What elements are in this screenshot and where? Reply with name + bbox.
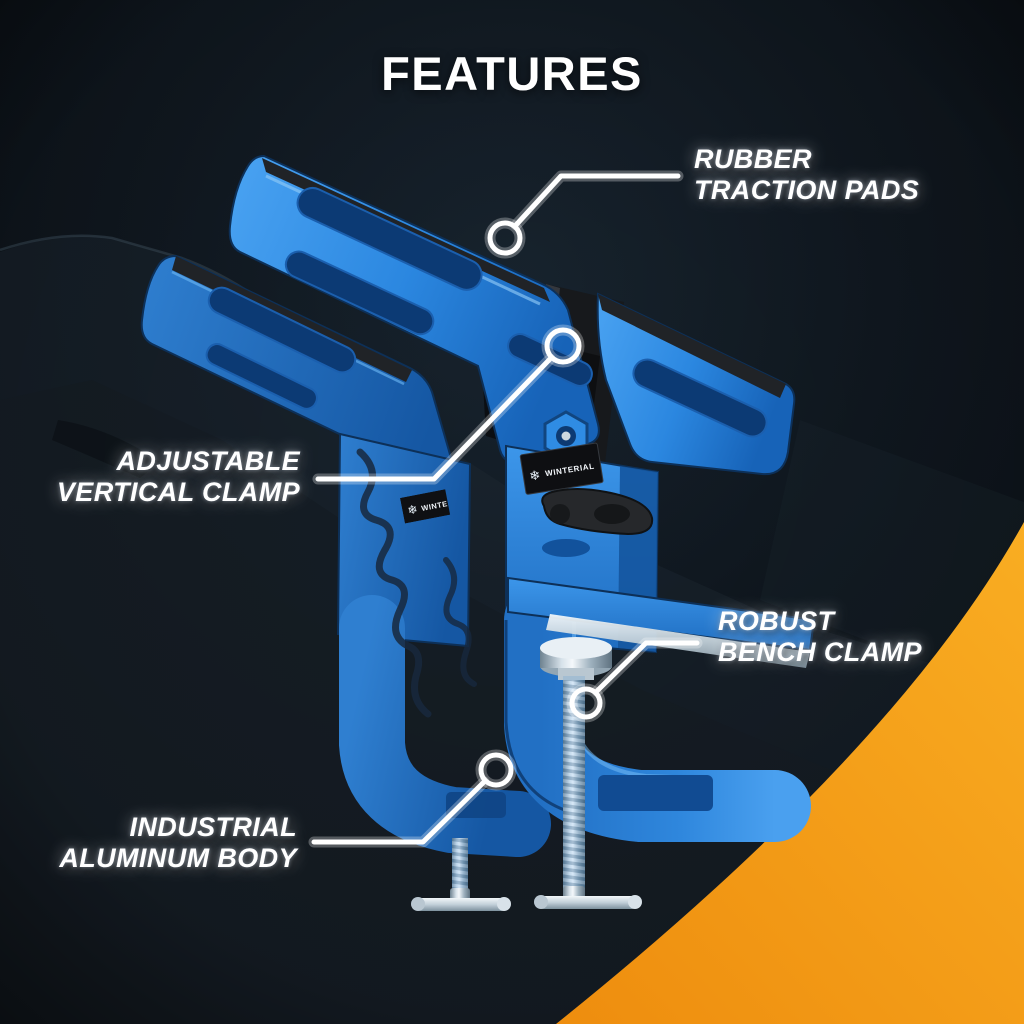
snowflake-icon: ❄: [528, 467, 541, 484]
leader-industrial-aluminum-body: [308, 749, 517, 848]
callout-label-line: ALUMINUM BODY: [59, 843, 297, 873]
rear-foot-recess: [446, 792, 506, 818]
leader-marker-circle: [569, 686, 603, 720]
arm-slot: [296, 186, 483, 291]
leader-rubber-traction-pads: [484, 170, 684, 259]
callout-label-line: ADJUSTABLE: [116, 446, 300, 476]
callout-label-line: RUBBER: [694, 144, 812, 174]
callout-label-line: ROBUST: [718, 606, 835, 636]
leader-marker-circle: [544, 327, 582, 365]
wing-knob: [541, 488, 654, 536]
callout-industrial-aluminum-body: INDUSTRIAL ALUMINUM BODY: [59, 812, 297, 874]
callout-label-line: VERTICAL CLAMP: [56, 477, 300, 507]
leader-robust-bench-clamp: [566, 637, 703, 723]
bench-screw-left: [411, 838, 511, 911]
leader-marker-circle: [487, 220, 523, 256]
callout-label-line: BENCH CLAMP: [718, 637, 922, 667]
winterial-signature-engraving: [356, 448, 432, 718]
rubber-traction-pad-right: [598, 294, 786, 398]
orange-accent-wedge: [556, 522, 1024, 1024]
arm-slot: [632, 358, 768, 438]
page-title: FEATURES: [381, 47, 643, 100]
t-handle-right: [538, 896, 638, 909]
callout-label-line: TRACTION PADS: [694, 175, 920, 205]
winterial-badge-partial: ❄ WINTERIAL: [400, 489, 451, 524]
callout-label-line: INDUSTRIAL: [129, 812, 297, 842]
arm-slot: [205, 343, 318, 410]
leader-adjustable-vertical-clamp: [312, 324, 585, 485]
screw-pad-head: [540, 637, 612, 659]
callout-robust-bench-clamp: ROBUST BENCH CLAMP: [718, 606, 922, 668]
callout-adjustable-vertical-clamp: ADJUSTABLE VERTICAL CLAMP: [57, 446, 300, 508]
arm-slot: [207, 286, 357, 374]
arm-slot: [284, 250, 435, 336]
winterial-badge: ❄ WINTERIAL: [519, 442, 604, 495]
callout-rubber-traction-pads: RUBBER TRACTION PADS: [694, 144, 919, 206]
snowflake-icon: ❄: [406, 502, 419, 518]
t-handle-left: [415, 898, 507, 911]
ski-arm-front: [228, 154, 600, 464]
leader-marker-circle: [478, 752, 514, 788]
front-foot-recess: [598, 775, 713, 811]
bench-screw-right: [534, 637, 642, 909]
signature-engraving-2: [443, 557, 477, 687]
ski-arm-right-bracket: [596, 292, 796, 476]
